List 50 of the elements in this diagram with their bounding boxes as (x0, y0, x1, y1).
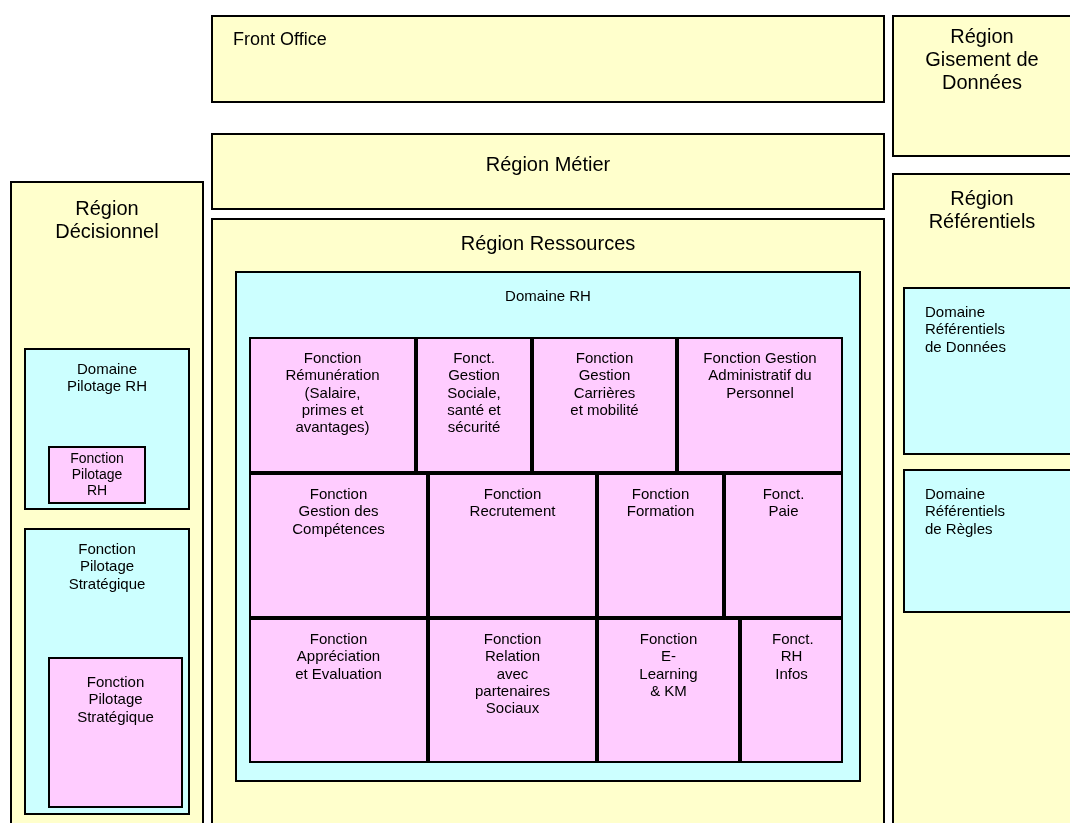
region-box (892, 173, 1070, 823)
func-label: Fonction Pilotage RH (69, 450, 125, 499)
func-label: Fonction Formation (625, 485, 696, 520)
func-box (416, 337, 532, 473)
func-label: Fonction Rémunération (Salaire, primes et avantages) (284, 349, 381, 436)
domain-box (24, 348, 190, 510)
region-label: Région Référentiels (927, 187, 1037, 233)
func-label: Fonction Gestion Carrières et mobilité (569, 349, 640, 418)
domain-box (903, 469, 1070, 613)
func-box (249, 618, 428, 763)
func-label: Fonct. Paie (761, 485, 806, 520)
region-label: Région Ressources (459, 232, 637, 255)
func-label: Fonction Gestion Administratif du Personnel (702, 349, 818, 401)
func-label: Fonction Relation avec partenaires Sociaux (473, 630, 551, 717)
region-label: Front Office (232, 29, 328, 50)
region-label: Région Gisement de Données (924, 25, 1040, 94)
region-label: Région Décisionnel (54, 197, 160, 243)
region-box (10, 181, 204, 823)
func-box (724, 473, 843, 618)
region-label: Région Métier (484, 153, 612, 176)
domain-box (235, 271, 861, 782)
func-box (249, 473, 428, 618)
domain-box (903, 287, 1070, 455)
func-box (597, 473, 724, 618)
func-box (48, 657, 183, 808)
domain-label: Domaine Référentiels de Règles (924, 485, 1007, 537)
func-box (428, 618, 597, 763)
domain-label: Domaine Référentiels de Données (924, 303, 1007, 355)
func-label: Fonction Pilotage Stratégique (76, 673, 155, 725)
func-box (740, 618, 843, 763)
region-box (211, 133, 885, 210)
func-box (532, 337, 677, 473)
func-box (24, 528, 190, 815)
domain-label: Domaine Pilotage RH (65, 360, 148, 395)
func-label: Fonction Recrutement (468, 485, 557, 520)
func-label: Fonct. RH Infos (771, 630, 815, 682)
region-box (892, 15, 1070, 157)
region-box (211, 15, 885, 103)
func-label: Fonction Appréciation et Evaluation (294, 630, 383, 682)
region-box (211, 218, 885, 823)
func-box (597, 618, 740, 763)
func-label: Fonction Pilotage Stratégique (67, 540, 147, 592)
func-box (48, 446, 146, 504)
func-box (677, 337, 843, 473)
func-box (249, 337, 416, 473)
func-box (428, 473, 597, 618)
domain-label: Domaine RH (504, 287, 592, 305)
func-label: Fonction E-Learning & KM (638, 630, 699, 699)
func-label: Fonct. Gestion Sociale, santé et sécurité (446, 349, 502, 436)
func-label: Fonction Gestion des Compétences (291, 485, 386, 537)
